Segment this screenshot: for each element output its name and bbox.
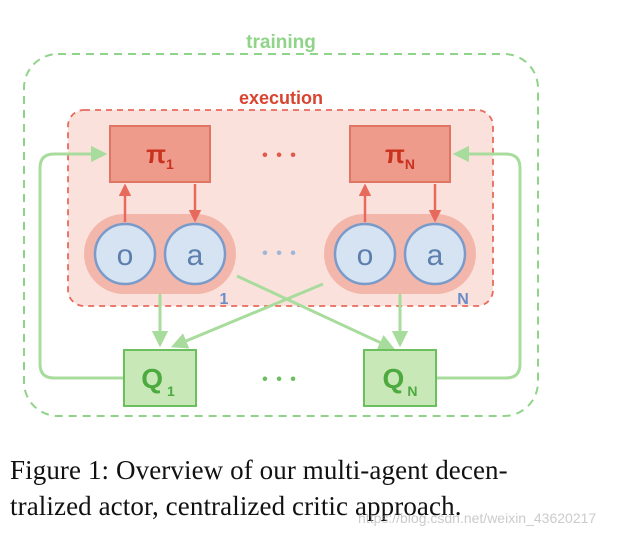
caption-line-2: tralized actor, centralized critic appro… — [10, 491, 462, 521]
observation-node-n — [333, 222, 397, 286]
caption-line-1: Figure 1: Overview of our multi-agent de… — [10, 455, 508, 485]
agent-1-to-critic-n-arrow — [236, 274, 395, 350]
critic-1-to-policy-1-feedback-arrow — [38, 145, 124, 380]
watermark-url: https://blog.csdn.net/weixin_43620217 — [358, 510, 597, 526]
agent-n-to-critic-1-arrow — [170, 282, 324, 349]
agent-n-index: N — [457, 291, 469, 308]
policy-n-symbol: π — [385, 139, 405, 169]
observation-node-1 — [93, 222, 157, 286]
agent-1-index: 1 — [220, 291, 229, 308]
policy-1-label: π1 — [146, 139, 174, 172]
observation-node-1-label: o — [117, 239, 134, 272]
training-region — [23, 53, 539, 417]
policy-ellipsis: • • • — [262, 147, 298, 164]
policy-1-symbol: π — [146, 139, 166, 169]
policy-n-label: πN — [385, 139, 415, 172]
critic-n-box — [363, 349, 437, 407]
critic-ellipsis: • • • — [262, 371, 298, 388]
critic-n-subscript: N — [407, 383, 417, 399]
critic-n-to-policy-n-feedback-arrow — [436, 145, 522, 380]
execution-label: execution — [239, 88, 323, 108]
observation-node-n-label: o — [357, 239, 374, 272]
action-node-n-label: a — [427, 239, 444, 272]
critic-1-box — [123, 349, 197, 407]
agent-ellipsis: • • • — [262, 245, 298, 262]
marl-architecture-diagram: training execution π1 πN • • • o a o a • — [23, 32, 539, 417]
action-node-1-label: a — [187, 239, 204, 272]
policy-1-box — [109, 125, 211, 183]
figure-caption: Figure 1: Overview of our multi-agent de… — [10, 452, 616, 524]
action-node-n — [403, 222, 467, 286]
critic-n-symbol: Q — [383, 363, 405, 394]
action-node-1 — [163, 222, 227, 286]
policy-1-subscript: 1 — [166, 156, 174, 172]
policy-n-box — [349, 125, 451, 183]
policy-n-subscript: N — [405, 156, 415, 172]
training-label: training — [246, 32, 316, 53]
critic-1-subscript: 1 — [167, 383, 175, 399]
critic-1-symbol: Q — [141, 363, 163, 394]
